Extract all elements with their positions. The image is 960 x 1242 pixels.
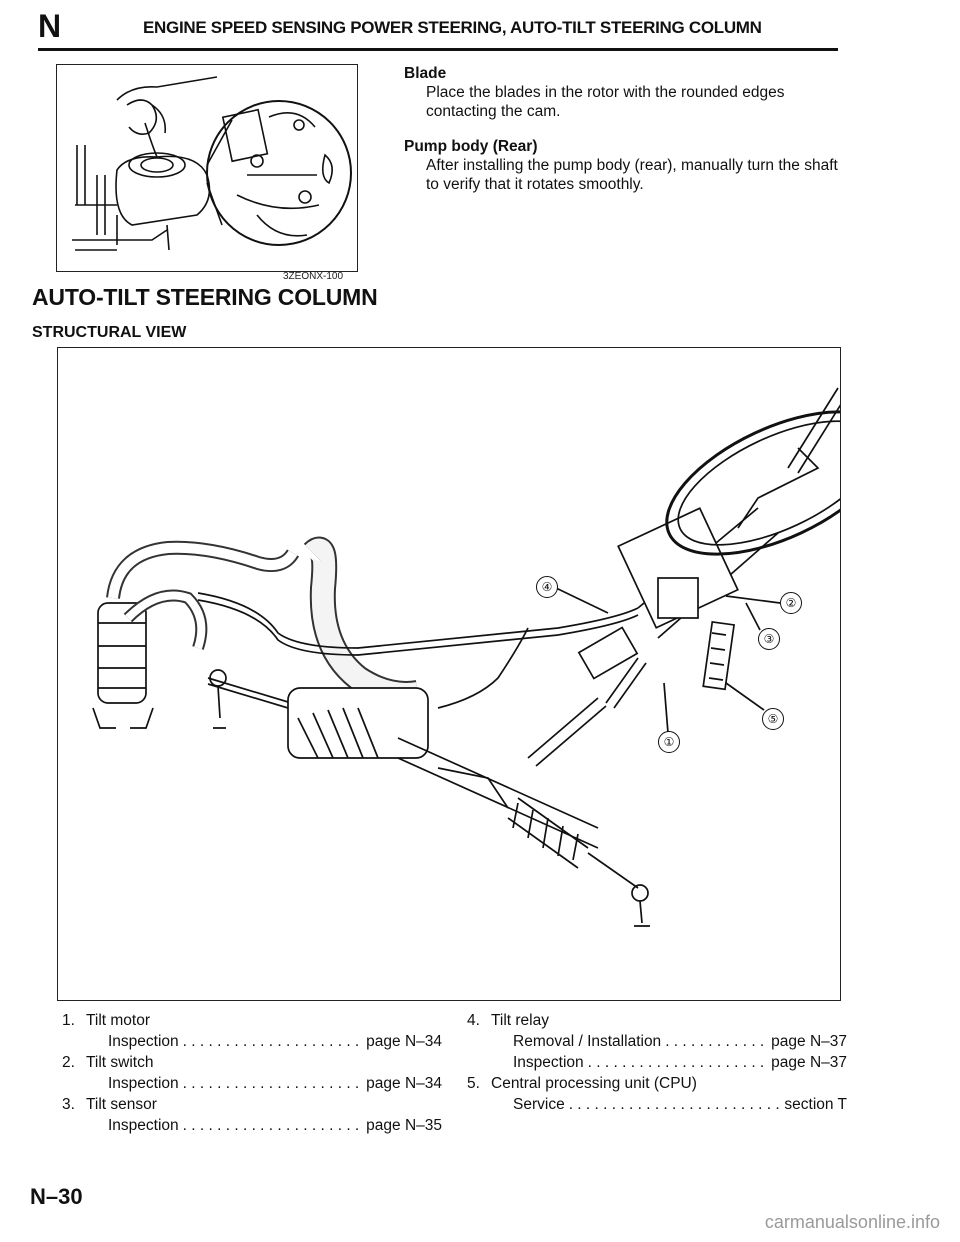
leader-dots [183,1031,362,1052]
header-title: ENGINE SPEED SENSING POWER STEERING, AUT… [143,18,762,37]
legend-item-tilt-sensor: 3. Tilt sensor [62,1094,442,1115]
item-name: Tilt relay [491,1012,549,1029]
legend-left: 1. Tilt motor Inspection page N–34 2. Ti… [62,1010,442,1136]
callout-3: ③ [758,628,780,650]
item-number: 4. [467,1012,480,1029]
subitem-label: Removal / Installation [513,1033,662,1050]
callout-1: ① [658,731,680,753]
legend-subitem: Inspection page N–35 [62,1115,442,1136]
note-heading-blade: Blade [404,65,447,82]
legend-item-cpu: 5. Central processing unit (CPU) [467,1073,847,1094]
leader-dots [183,1073,362,1094]
legend-item-tilt-switch: 2. Tilt switch [62,1052,442,1073]
leader-dots [569,1094,781,1115]
assembly-notes: Blade Place the blades in the rotor with… [404,64,844,210]
legend-subitem: Removal / Installation page N–37 [467,1031,847,1052]
page-reference: section T [784,1096,847,1113]
item-number: 3. [62,1096,75,1113]
note-body-blade: Place the blades in the rotor with the r… [426,84,785,120]
section-letter: N [38,8,62,44]
page-number: N–30 [30,1184,83,1209]
item-name: Tilt motor [86,1012,151,1029]
item-name: Central processing unit (CPU) [491,1075,697,1092]
note-body-pump-body: After installing the pump body (rear), m… [426,157,838,193]
leader-dots [183,1115,362,1136]
item-name: Tilt sensor [86,1096,157,1113]
pump-blade-illustration [56,64,358,272]
callout-4: ④ [536,576,558,598]
page-reference: page N–34 [366,1075,442,1092]
item-number: 2. [62,1054,75,1071]
legend-subitem: Inspection page N–37 [467,1052,847,1073]
watermark: carmanualsonline.info [764,1212,940,1232]
legend-item-tilt-motor: 1. Tilt motor [62,1010,442,1031]
steering-system-drawing [92,387,840,927]
page-reference: page N–37 [771,1033,847,1050]
page-reference: page N–34 [366,1033,442,1050]
leader-dots [665,1031,767,1052]
item-name: Tilt switch [86,1054,154,1071]
structural-view-illustration: ④ ② ③ ⑤ ① [57,347,841,1001]
legend-item-tilt-relay: 4. Tilt relay [467,1010,847,1031]
item-number: 1. [62,1012,75,1029]
subitem-label: Inspection [108,1075,179,1092]
figure-code: 3ZEONX-100 [283,271,344,282]
note-heading-pump-body: Pump body (Rear) [404,138,538,155]
legend-right: 4. Tilt relay Removal / Installation pag… [467,1010,847,1115]
leader-dots [588,1052,767,1073]
legend-subitem: Inspection page N–34 [62,1073,442,1094]
pump-blade-drawing [72,76,352,251]
page-reference: page N–35 [366,1117,442,1134]
item-number: 5. [467,1075,480,1092]
page-reference: page N–37 [771,1054,847,1071]
subitem-label: Inspection [108,1117,179,1134]
callout-5: ⑤ [762,708,784,730]
subsection-title: STRUCTURAL VIEW [32,324,187,341]
subitem-label: Service [513,1096,565,1113]
callout-2: ② [780,592,802,614]
legend-subitem: Inspection page N–34 [62,1031,442,1052]
section-title: AUTO-TILT STEERING COLUMN [32,284,378,310]
legend-subitem: Service section T [467,1094,847,1115]
subitem-label: Inspection [108,1033,179,1050]
subitem-label: Inspection [513,1054,584,1071]
page-header: N ENGINE SPEED SENSING POWER STEERING, A… [38,8,838,51]
